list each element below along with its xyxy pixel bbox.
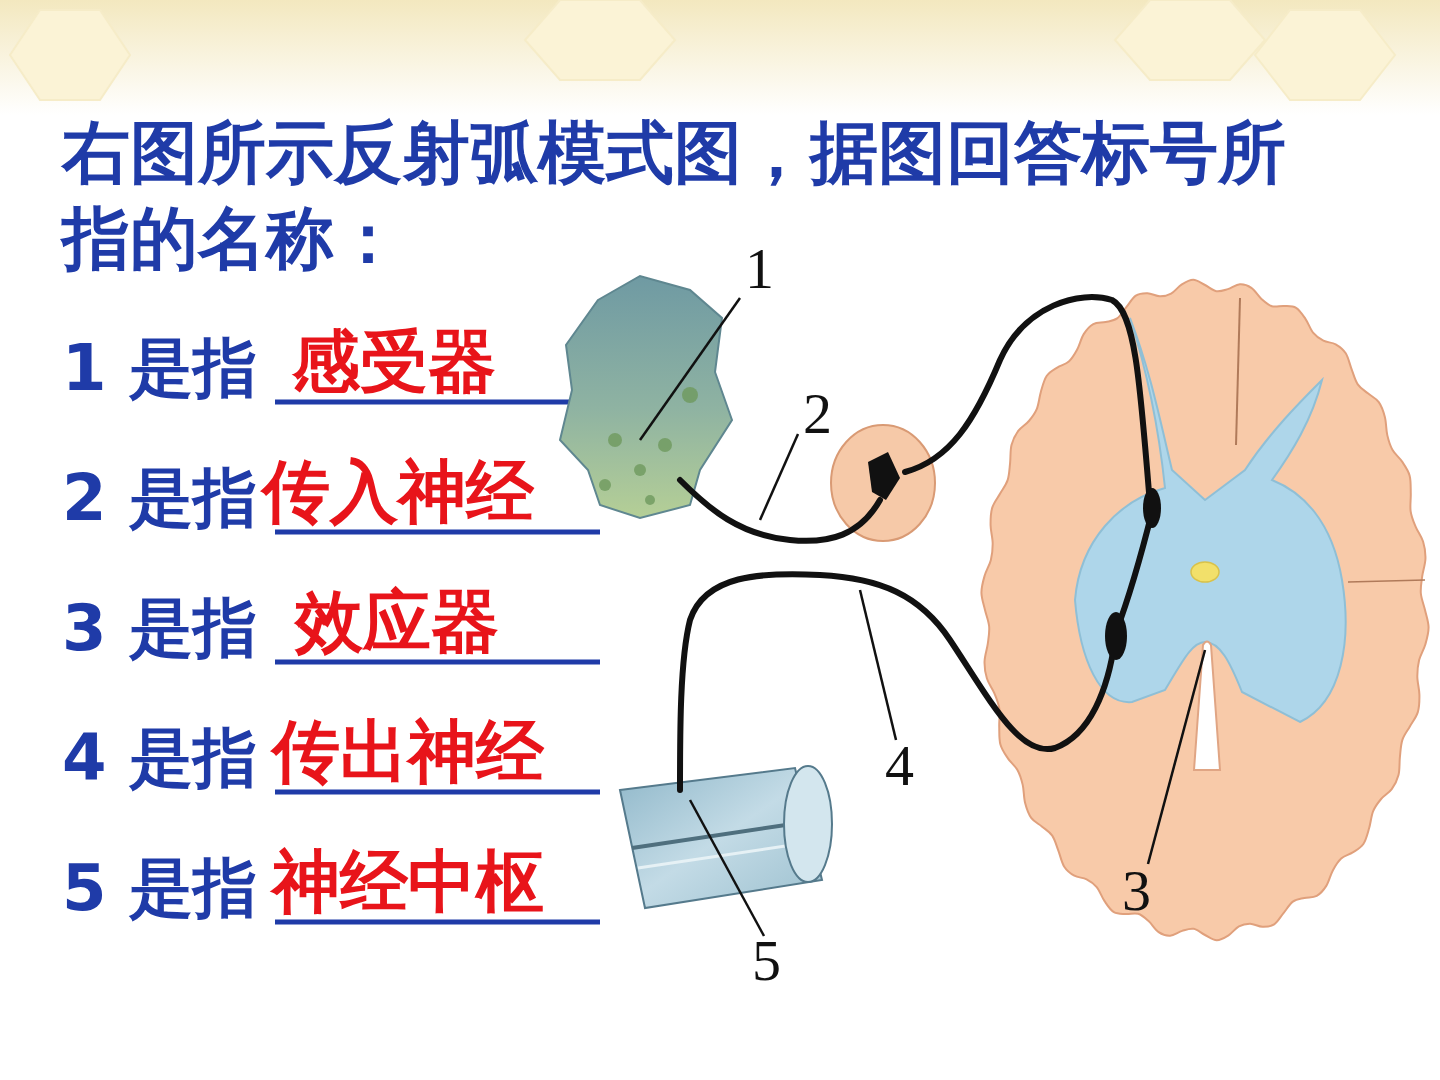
leader-line [1148, 650, 1205, 864]
leader-line [760, 434, 798, 520]
skin-cell [599, 479, 611, 491]
hexagon [10, 10, 130, 100]
hexagon-decoration [10, 0, 1395, 100]
callout-number: 1 [745, 240, 774, 298]
answer-underline [275, 660, 600, 665]
question-prompt: 5 是指 [62, 856, 257, 920]
answer-text: 传出神经 [272, 718, 544, 786]
spinal-ganglion [831, 425, 935, 541]
afferent-fibre [905, 297, 1150, 505]
callout-number: 4 [885, 737, 914, 795]
dorsal-fissure [1236, 298, 1240, 445]
cord-mark [1348, 580, 1425, 582]
ganglion-cell [868, 452, 900, 500]
question-prompt: 1 是指 [62, 336, 257, 400]
ventral-fissure [1194, 642, 1220, 771]
header-band [0, 0, 1440, 115]
question-prompt: 2 是指 [62, 466, 257, 530]
answer-underline [275, 920, 600, 925]
cord-outline [981, 280, 1428, 941]
skin-cell [634, 464, 646, 476]
leader-line [640, 298, 740, 440]
skin-cell [645, 495, 655, 505]
motor-neuron [1105, 612, 1127, 660]
hexagon [1255, 10, 1395, 100]
answer-underline [275, 790, 600, 795]
answer-text: 神经中枢 [272, 848, 544, 916]
leader-lines [640, 298, 1205, 936]
answer-underline [275, 530, 600, 535]
nerve-fibres [680, 297, 1152, 790]
afferent-fibre [680, 480, 880, 541]
spinal-cord [981, 280, 1428, 941]
answer-underline [275, 400, 600, 405]
neuron-body [1143, 488, 1161, 528]
leader-line [690, 800, 764, 936]
answer-text: 传入神经 [262, 458, 534, 526]
callout-number: 2 [803, 385, 832, 443]
answer-text: 效应器 [295, 588, 499, 656]
receptor-skin [560, 276, 732, 518]
slide-title: 右图所示反射弧模式图，据图回答标号所指的名称： [62, 110, 1302, 282]
interneuron [1116, 512, 1152, 632]
skin-cell [682, 387, 698, 403]
skin-cell [658, 438, 672, 452]
hexagon [525, 0, 675, 80]
question-prompt: 3 是指 [62, 596, 257, 660]
hexagon [1115, 0, 1265, 80]
muscle-end [784, 766, 832, 882]
question-prompt: 4 是指 [62, 726, 257, 790]
muscle-stripe [632, 822, 806, 848]
callout-number: 5 [752, 932, 781, 990]
callout-number: 3 [1122, 862, 1151, 920]
skin-cell [608, 433, 622, 447]
answer-text: 感受器 [292, 328, 496, 396]
leader-line [860, 590, 896, 740]
central-canal [1191, 562, 1219, 582]
